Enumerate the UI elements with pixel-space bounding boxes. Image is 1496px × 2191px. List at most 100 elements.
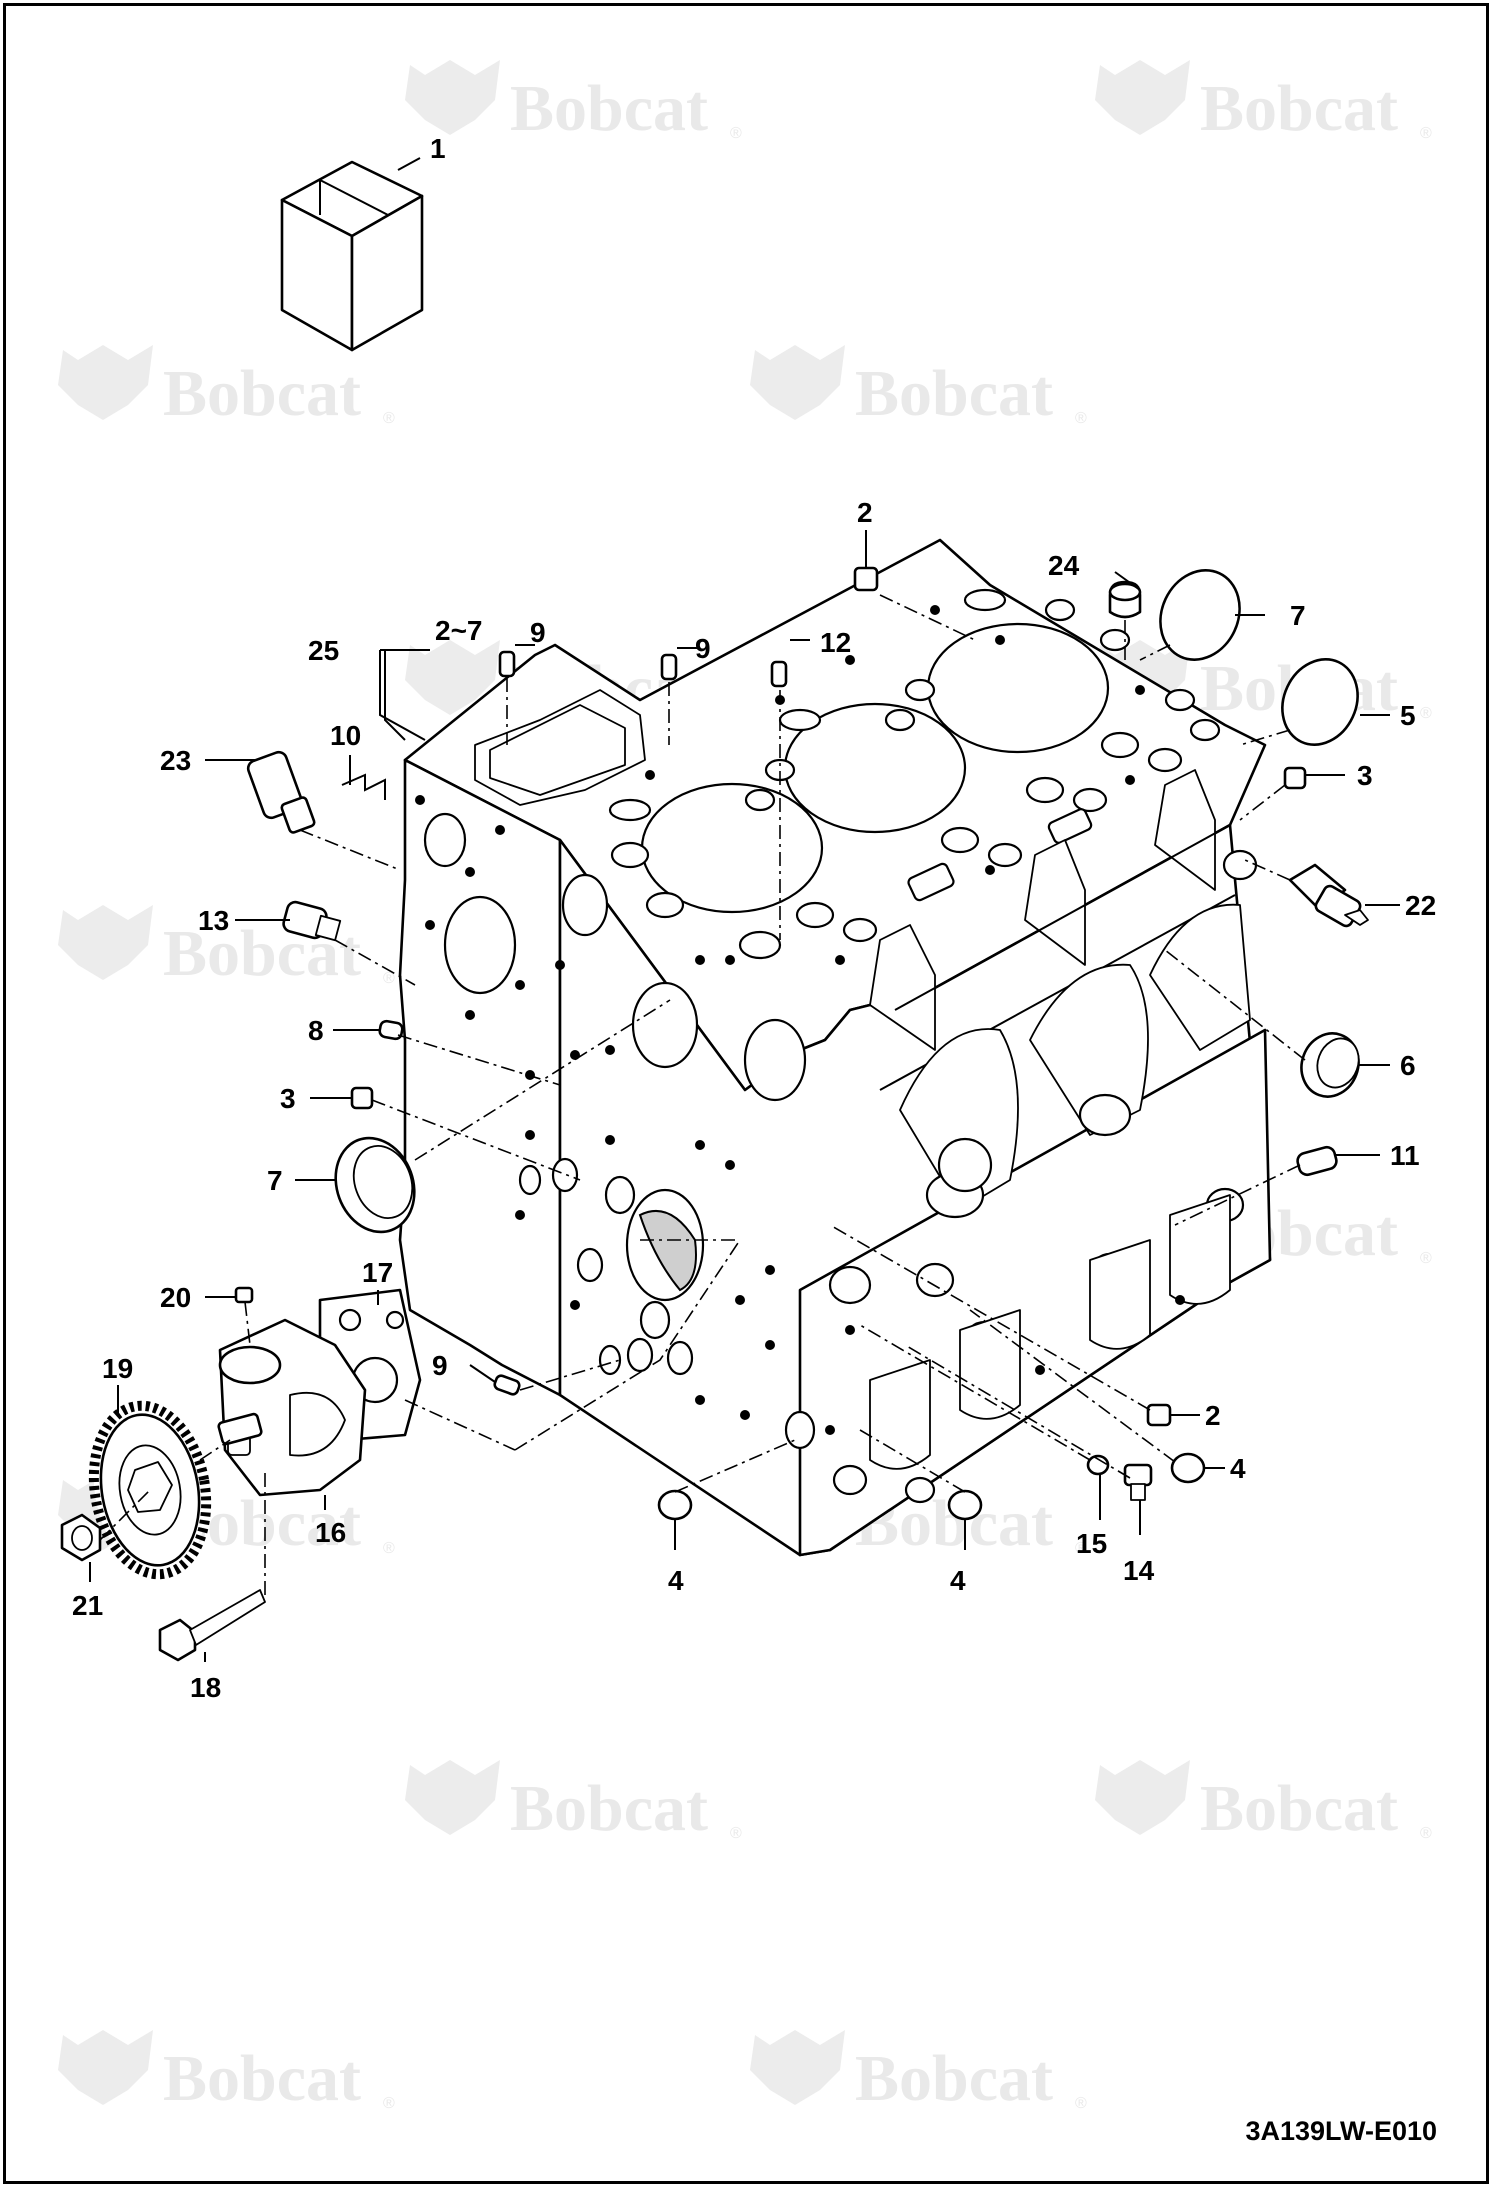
- part-24-cap: [1108, 580, 1142, 619]
- callout-16: 16: [315, 1517, 346, 1548]
- part-12-dowel-pin: [770, 660, 788, 688]
- part-5-plug: [1281, 658, 1359, 746]
- part-8-pin: [378, 1019, 404, 1041]
- callout-12: 12: [820, 627, 851, 658]
- callout-14: 14: [1123, 1555, 1155, 1586]
- part-18-bolt: [158, 1589, 266, 1662]
- part-7-expansion-plug: [1159, 569, 1241, 661]
- callout-15: 15: [1076, 1528, 1107, 1559]
- callout-1: 1: [430, 133, 446, 164]
- watermark: Bobcat ®: [1095, 1760, 1432, 1845]
- callout-11: 11: [1390, 1140, 1420, 1171]
- part-19-oil-pump-gear: [88, 1400, 212, 1580]
- callout-20: 20: [160, 1282, 191, 1313]
- callout-2-lower: 2: [1205, 1400, 1221, 1431]
- svg-text:®: ®: [383, 2095, 395, 2112]
- part-20-key: [234, 1286, 254, 1304]
- svg-text:®: ®: [1420, 1825, 1432, 1842]
- callout-6: 6: [1400, 1050, 1416, 1081]
- oil-pump-shaft: [217, 1412, 263, 1446]
- callout-2-7: 2~7: [435, 615, 483, 646]
- callout-labels: 1 2 24 7 5 3 22 6 11 2 4 15 14 4 4 12 9 …: [72, 133, 1436, 1703]
- callout-17: 17: [362, 1257, 393, 1288]
- svg-text:®: ®: [1075, 410, 1087, 427]
- svg-text:®: ®: [1420, 125, 1432, 142]
- callout-4-right: 4: [1230, 1453, 1246, 1484]
- svg-text:®: ®: [1075, 2095, 1087, 2112]
- watermark: Bobcat ®: [58, 2030, 395, 2115]
- watermark: Bobcat ®: [405, 60, 742, 145]
- watermark-text: Bobcat: [163, 357, 361, 430]
- part-6-oil-seal: [1300, 1032, 1360, 1098]
- watermark: Bobcat ®: [1095, 60, 1432, 145]
- svg-text:®: ®: [730, 1825, 742, 1842]
- watermark-text: Bobcat: [510, 1772, 708, 1845]
- watermark-text: Bobcat: [510, 72, 708, 145]
- part-21-nut: [60, 1513, 102, 1562]
- callout-9-c: 9: [432, 1350, 448, 1381]
- callout-4-mid: 4: [950, 1565, 966, 1596]
- part-9-dowel-pin-b: [660, 653, 678, 681]
- callout-23: 23: [160, 745, 191, 776]
- part-4-plug-left: [657, 1489, 693, 1521]
- watermark-text: Bobcat: [1200, 72, 1398, 145]
- part-2-plug-bottom: [1146, 1403, 1172, 1427]
- svg-text:®: ®: [1420, 1250, 1432, 1267]
- callout-9-b: 9: [695, 633, 711, 664]
- watermark-text: Bobcat: [163, 2042, 361, 2115]
- callout-7-left: 7: [267, 1165, 283, 1196]
- part-7-plug-left: [334, 1136, 416, 1234]
- svg-text:®: ®: [1420, 705, 1432, 722]
- callout-22: 22: [1405, 890, 1436, 921]
- watermark-text: Bobcat: [1200, 1772, 1398, 1845]
- part-3-plug-left: [350, 1086, 374, 1110]
- assembly-lines: [99, 594, 1306, 1595]
- svg-text:®: ®: [383, 970, 395, 987]
- callout-7: 7: [1290, 600, 1306, 631]
- callout-3: 3: [1357, 760, 1373, 791]
- callout-24: 24: [1048, 550, 1080, 581]
- part-9-dowel-pin-a: [498, 650, 516, 678]
- part-22-oil-pressure-switch: [1288, 863, 1369, 928]
- part-9-dowel-pin-c: [493, 1374, 521, 1396]
- part-13-temperature-sensor: [282, 900, 342, 942]
- callout-21: 21: [72, 1590, 103, 1621]
- part-3-plug-right: [1283, 766, 1307, 790]
- part-11-pin: [1296, 1145, 1338, 1177]
- part-16-oil-pump: [218, 1318, 367, 1497]
- callout-19: 19: [102, 1353, 133, 1384]
- callout-8: 8: [308, 1015, 324, 1046]
- part-15-washer: [1086, 1454, 1110, 1476]
- part-10-clip: [341, 773, 386, 800]
- drawing-id: 3A139LW-E010: [1245, 2116, 1437, 2146]
- callout-10: 10: [330, 720, 361, 751]
- watermark-text: Bobcat: [855, 2042, 1053, 2115]
- svg-text:®: ®: [383, 410, 395, 427]
- svg-text:®: ®: [383, 1540, 395, 1557]
- callout-9-a: 9: [530, 617, 546, 648]
- watermark-text: Bobcat: [855, 357, 1053, 430]
- cylinder-block: [398, 538, 1272, 1557]
- part-4-plug-mid: [947, 1489, 983, 1521]
- part-2-plug-top: [853, 566, 879, 592]
- callout-13: 13: [198, 905, 229, 936]
- svg-text:®: ®: [1075, 1540, 1087, 1557]
- callout-2: 2: [857, 497, 873, 528]
- svg-text:®: ®: [730, 125, 742, 142]
- watermark: Bobcat ®: [750, 345, 1087, 430]
- watermark: Bobcat ®: [750, 2030, 1087, 2115]
- leader-lines: [89, 157, 1400, 1662]
- part-4-plug-right: [1170, 1452, 1206, 1484]
- cylinder-bore: [926, 622, 1110, 754]
- watermark: Bobcat ®: [405, 1760, 742, 1845]
- watermark: Bobcat ®: [58, 345, 395, 430]
- part-23-sender: [246, 750, 316, 834]
- callout-5: 5: [1400, 700, 1416, 731]
- callout-4-left: 4: [668, 1565, 684, 1596]
- watermark: Bobcat ®: [58, 905, 395, 990]
- callout-18: 18: [190, 1672, 221, 1703]
- part-1-kit-box: [280, 160, 424, 352]
- part-14-plug: [1123, 1463, 1153, 1501]
- callout-25: 25: [308, 635, 339, 666]
